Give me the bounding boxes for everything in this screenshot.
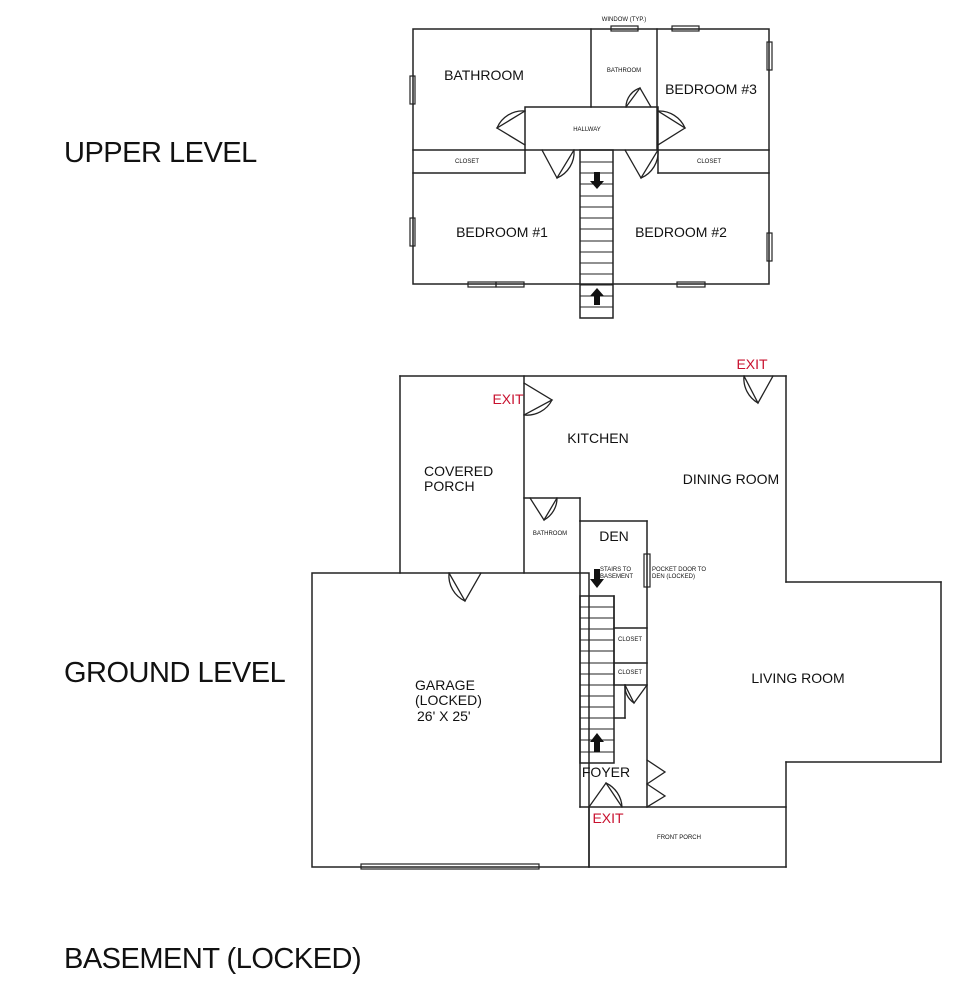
arrow-down-icon bbox=[590, 569, 604, 588]
arrow-up-icon bbox=[590, 733, 604, 752]
upper-doors bbox=[495, 86, 687, 180]
window-note-label: WINDOW (TYP.) bbox=[601, 17, 647, 23]
arrow-down-icon bbox=[590, 172, 604, 189]
room-label-front-porch: FRONT PORCH bbox=[657, 835, 701, 841]
garage-line2: (LOCKED) bbox=[415, 692, 482, 709]
ground-windows bbox=[360, 553, 651, 870]
stairs-to-basement-label: STAIRS TO BASEMENT bbox=[600, 567, 633, 580]
room-label-bedroom-1: BEDROOM #1 bbox=[456, 224, 548, 240]
room-label-closet-left: CLOSET bbox=[454, 159, 480, 165]
room-label-bedroom-2: BEDROOM #2 bbox=[635, 224, 727, 240]
room-label-closet-2: CLOSET bbox=[617, 670, 643, 676]
upper-level-walls bbox=[412, 28, 770, 319]
exit-label-foyer: EXIT bbox=[592, 810, 624, 826]
garage-line1: GARAGE bbox=[415, 677, 475, 693]
room-label-kitchen: KITCHEN bbox=[567, 430, 629, 446]
ground-doors bbox=[448, 375, 774, 808]
covered-porch-line2: PORCH bbox=[424, 478, 475, 495]
basement-level-title: BASEMENT (LOCKED) bbox=[64, 943, 362, 975]
stair-arrows bbox=[590, 172, 604, 752]
garage-dimensions: 26' X 25' bbox=[417, 707, 471, 724]
pocket-door-line1: POCKET DOOR TO bbox=[652, 567, 707, 573]
room-label-dining-room: DINING ROOM bbox=[682, 471, 780, 487]
room-label-bedroom-3: BEDROOM #3 bbox=[665, 81, 757, 97]
exit-label-dining: EXIT bbox=[736, 356, 768, 372]
pocket-door-label: POCKET DOOR TO DEN (LOCKED) bbox=[652, 567, 706, 580]
room-label-ground-bathroom: BATHROOM bbox=[532, 531, 568, 537]
room-label-bathroom-small: BATHROOM bbox=[606, 68, 642, 74]
upper-level-title: UPPER LEVEL bbox=[64, 137, 257, 169]
arrow-up-icon bbox=[590, 288, 604, 305]
room-label-hallway: HALLWAY bbox=[573, 127, 601, 133]
ground-level-walls bbox=[311, 375, 942, 868]
room-label-closet-right: CLOSET bbox=[696, 159, 722, 165]
stairs-line2: BASEMENT bbox=[600, 573, 634, 580]
stairs-line1: STAIRS TO bbox=[600, 567, 632, 573]
exit-label-kitchen: EXIT bbox=[492, 391, 524, 407]
room-label-foyer: FOYER bbox=[581, 764, 631, 780]
ground-stair-treads bbox=[579, 606, 615, 753]
upper-windows bbox=[409, 25, 773, 288]
room-label-garage: GARAGE (LOCKED) 26' X 25' bbox=[415, 677, 482, 724]
covered-porch-line1: COVERED bbox=[424, 463, 494, 479]
pocket-door-line2: DEN (LOCKED) bbox=[652, 573, 696, 580]
room-label-bathroom-main: BATHROOM bbox=[444, 67, 524, 83]
room-label-covered-porch: COVERED PORCH bbox=[424, 463, 494, 495]
room-label-closet-1: CLOSET bbox=[617, 637, 643, 643]
room-label-living-room: LIVING ROOM bbox=[751, 670, 845, 686]
ground-level-title: GROUND LEVEL bbox=[64, 657, 286, 689]
room-label-den: DEN bbox=[599, 528, 629, 544]
